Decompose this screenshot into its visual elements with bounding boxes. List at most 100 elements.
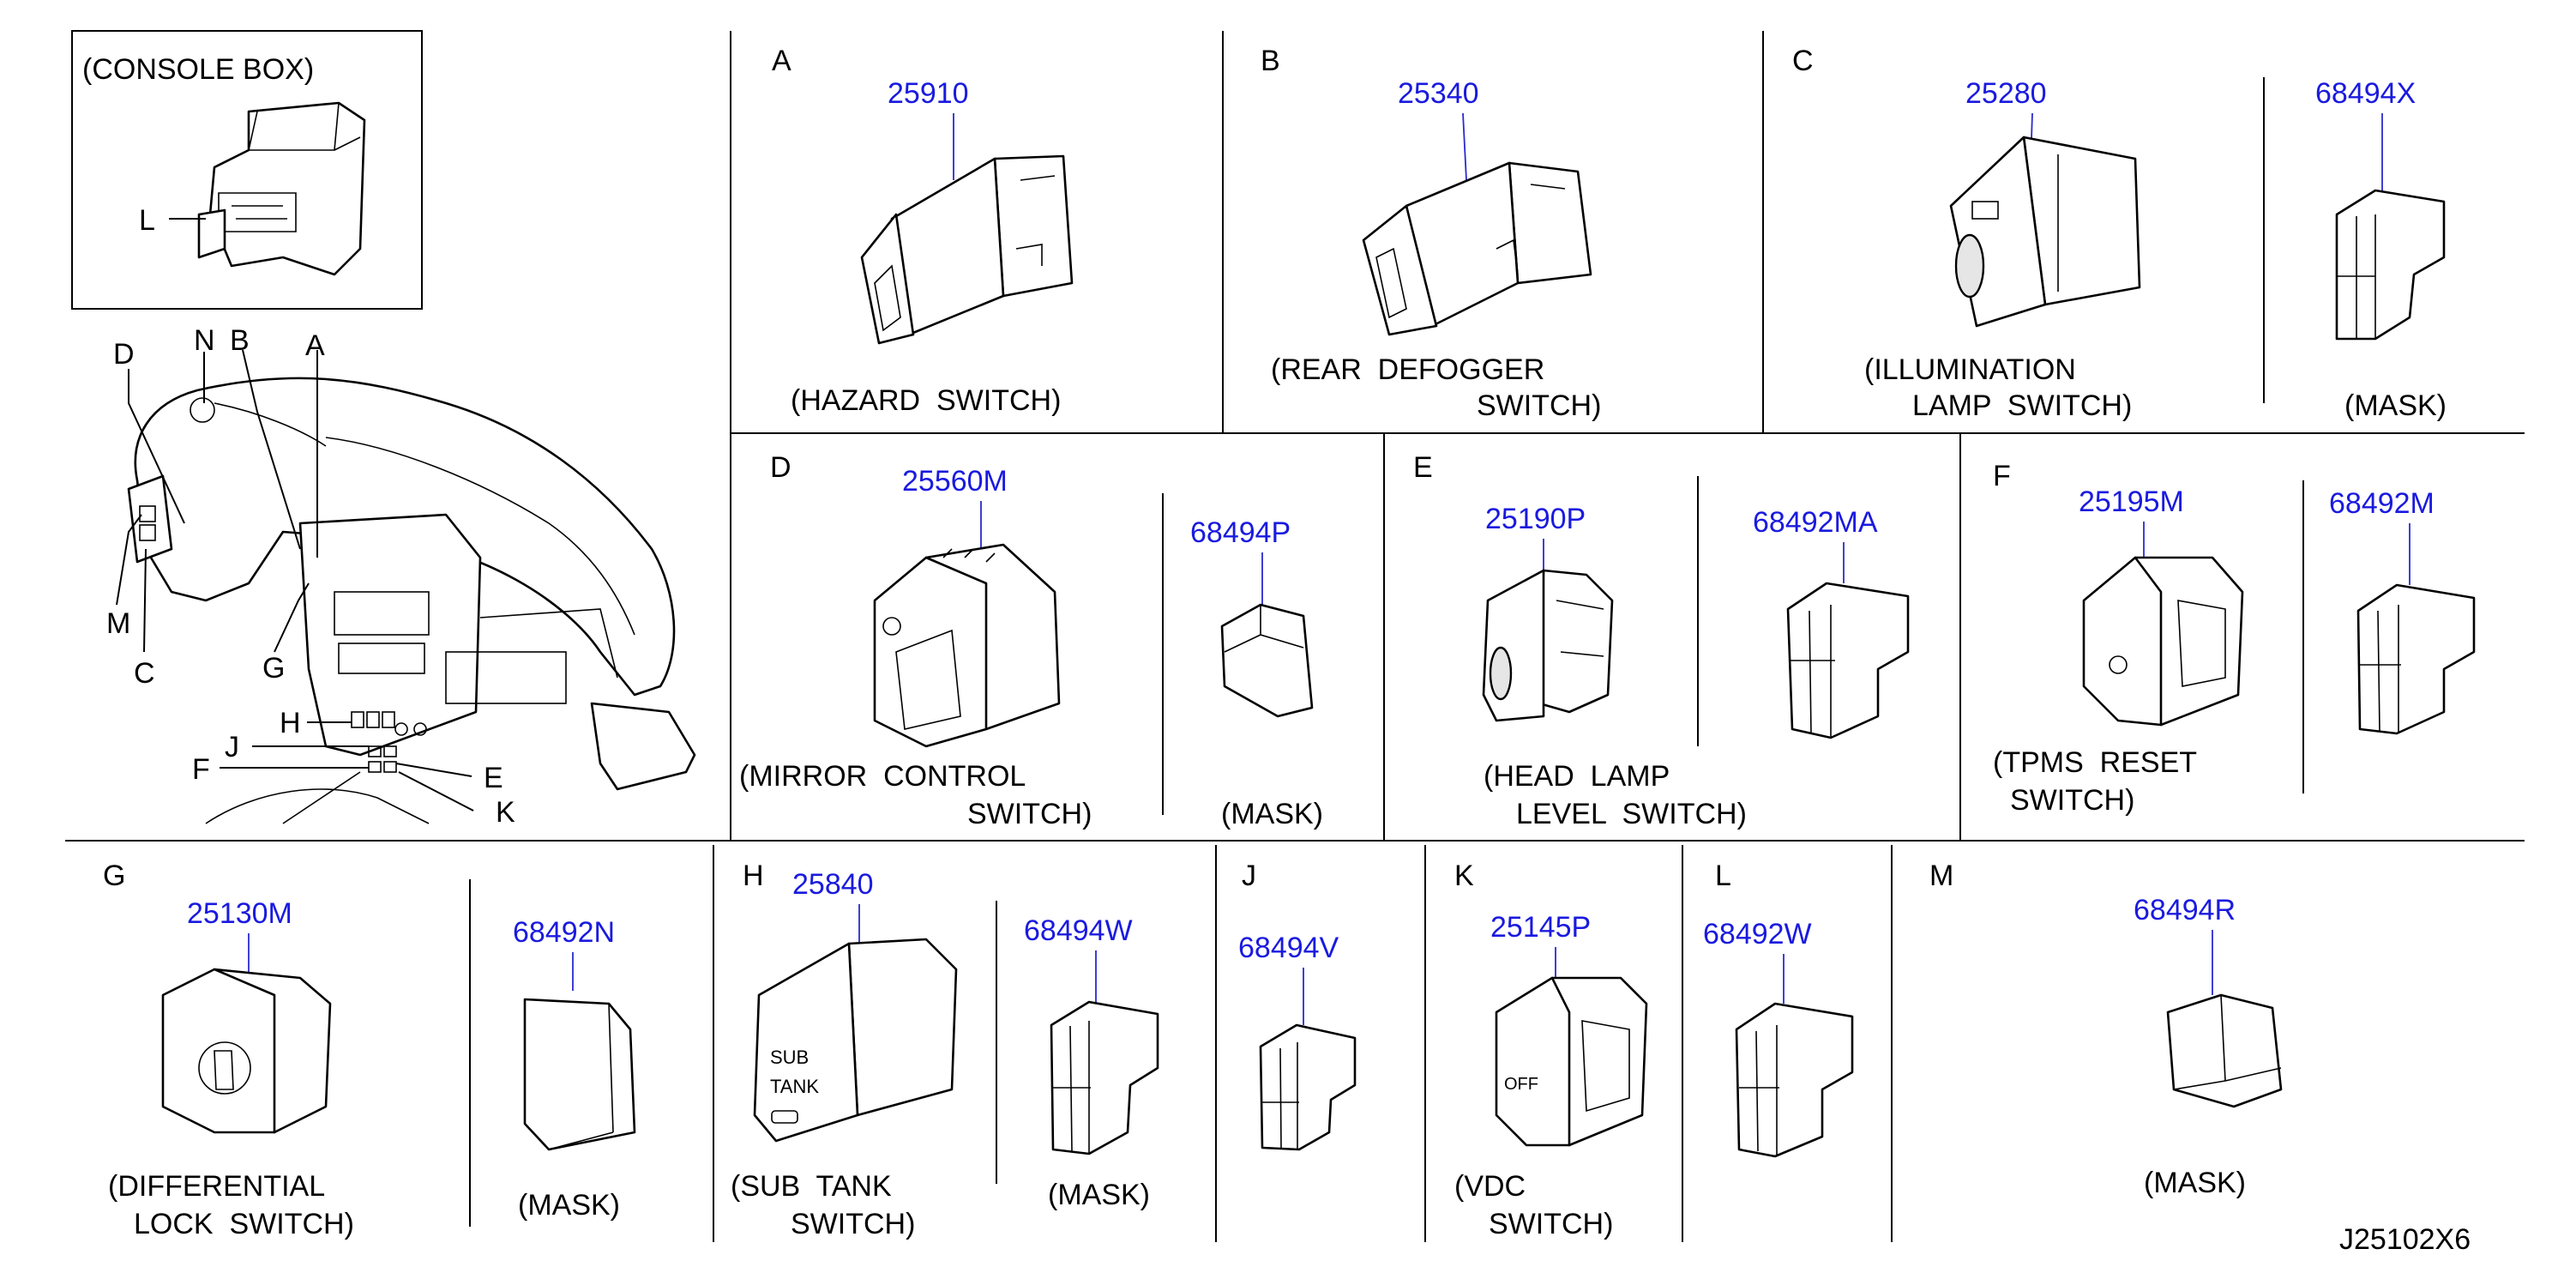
part-number-25280: 25280 (1965, 77, 2047, 110)
section-c: C 25280 (ILLUMINATION LAMP SWITCH) 68494… (1792, 45, 2447, 422)
caption-head-lamp-2: LEVEL SWITCH) (1516, 798, 1747, 830)
rear-defogger-switch-drawing (1362, 161, 1592, 336)
part-number-25195m: 25195M (2079, 486, 2184, 518)
caption-rear-defogger-2: SWITCH) (1477, 389, 1601, 422)
grid-lines (65, 31, 2525, 1242)
section-d: D 25560M (MIRROR CONTROL SWITCH) 68494P … (739, 451, 1323, 830)
mask-68492w-drawing (1735, 1002, 1854, 1158)
section-letter-l: L (1715, 860, 1731, 892)
callout-f: F (192, 753, 210, 786)
caption-tpms-1: (TPMS RESET (1993, 746, 2197, 779)
section-letter-b: B (1261, 45, 1280, 77)
caption-vdc-1: (VDC (1454, 1170, 1526, 1203)
callout-e: E (484, 762, 503, 794)
diagram-id: J25102X6 (2339, 1223, 2471, 1256)
caption-diff-lock-2: LOCK SWITCH) (134, 1208, 354, 1240)
section-m: M 68494R (MASK) (1929, 860, 2283, 1199)
caption-mask-68494p: (MASK) (1221, 798, 1323, 830)
part-number-25560m: 25560M (902, 465, 1008, 498)
part-number-68494x: 68494X (2315, 77, 2416, 110)
mask-68492m-drawing (2356, 583, 2476, 735)
part-number-25340: 25340 (1398, 77, 1479, 110)
part-number-68494p: 68494P (1190, 516, 1291, 549)
section-l: L 68492W (1703, 860, 1854, 1158)
mask-68494v-drawing (1259, 1023, 1357, 1151)
dashboard-overview (116, 349, 696, 824)
section-letter-m: M (1929, 860, 1953, 892)
part-number-68494w: 68494W (1024, 914, 1133, 947)
section-k: K 25145P OFF (VDC SWITCH) (1454, 860, 1648, 1240)
console-callout: L (139, 204, 155, 237)
part-number-68492w: 68492W (1703, 918, 1812, 950)
section-letter-j: J (1242, 860, 1256, 892)
part-number-25190p: 25190P (1485, 503, 1586, 535)
section-letter-d: D (770, 451, 791, 484)
differential-lock-switch-drawing (161, 968, 332, 1134)
section-a: A 25910 (HAZARD SWITCH) (772, 45, 1074, 417)
callout-d: D (113, 338, 135, 371)
console-box-title: (CONSOLE BOX) (82, 53, 314, 86)
head-lamp-switch-drawing (1482, 569, 1614, 722)
mask-68494p-drawing (1220, 603, 1314, 718)
mask-68492ma-drawing (1786, 582, 1910, 739)
section-letter-e: E (1413, 451, 1433, 484)
section-letter-k: K (1454, 860, 1474, 892)
caption-hazard-switch: (HAZARD SWITCH) (791, 384, 1061, 417)
caption-head-lamp-1: (HEAD LAMP (1484, 760, 1670, 793)
callout-g: G (262, 652, 285, 685)
callout-c: C (134, 657, 155, 690)
vdc-switch-drawing: OFF (1495, 976, 1648, 1147)
caption-diff-lock-1: (DIFFERENTIAL (108, 1170, 325, 1203)
mirror-control-switch-drawing (873, 543, 1061, 748)
dash-callout-labels: D N B A M C G H J F E K (106, 324, 515, 829)
section-g: G 25130M (DIFFERENTIAL LOCK SWITCH) 6849… (103, 860, 636, 1240)
mask-68494w-drawing (1050, 1000, 1159, 1155)
caption-sub-tank-2: SWITCH) (791, 1208, 915, 1240)
caption-mask-68494x: (MASK) (2344, 389, 2447, 422)
part-number-25910: 25910 (888, 77, 969, 110)
part-number-68492m: 68492M (2329, 487, 2435, 520)
section-letter-c: C (1792, 45, 1814, 77)
caption-mask-68494w: (MASK) (1048, 1179, 1150, 1211)
part-number-68492ma: 68492MA (1753, 506, 1878, 539)
caption-mask-68494r: (MASK) (2144, 1167, 2246, 1199)
mask-68494r-drawing (2166, 993, 2283, 1108)
part-number-25145p: 25145P (1490, 911, 1591, 944)
caption-rear-defogger-1: (REAR DEFOGGER (1271, 353, 1544, 386)
callout-h: H (280, 707, 301, 739)
caption-vdc-2: SWITCH) (1489, 1208, 1613, 1240)
callout-n: N (194, 324, 215, 357)
part-number-25840: 25840 (792, 868, 874, 901)
part-number-25130m: 25130M (187, 897, 292, 930)
caption-mirror-control-2: SWITCH) (967, 798, 1092, 830)
section-f: F 25195M (TPMS RESET SWITCH) 68492M (1993, 460, 2476, 817)
part-number-68492n: 68492N (513, 916, 615, 949)
caption-tpms-2: SWITCH) (2010, 784, 2134, 817)
callout-m: M (106, 607, 130, 640)
section-letter-a: A (772, 45, 791, 77)
section-b: B 25340 (REAR DEFOGGER SWITCH) (1261, 45, 1601, 422)
mask-68492n-drawing (523, 998, 636, 1151)
section-e: E 25190P (HEAD LAMP LEVEL SWITCH) 68492M… (1413, 451, 1910, 830)
sub-tank-switch-drawing: SUB TANK (753, 938, 958, 1143)
callout-k: K (496, 796, 515, 829)
section-j: J 68494V (1238, 860, 1357, 1151)
vdc-marking: OFF (1504, 1075, 1538, 1094)
illumination-switch-drawing (1949, 136, 2141, 328)
section-letter-g: G (103, 860, 125, 892)
callout-b: B (230, 324, 250, 357)
section-letter-h: H (743, 860, 764, 892)
mask-68494x-drawing (2335, 189, 2446, 341)
callout-a: A (305, 329, 325, 362)
section-h: H 25840 SUB TANK (SUB TANK SWITCH) 68494… (731, 860, 1159, 1240)
callout-j: J (225, 731, 239, 763)
sub-tank-marking-1: SUB (770, 1047, 809, 1068)
caption-illumination-1: (ILLUMINATION (1864, 353, 2076, 386)
caption-mask-68492n: (MASK) (518, 1189, 620, 1222)
section-letter-f: F (1993, 460, 2011, 492)
sub-tank-marking-2: TANK (770, 1076, 819, 1097)
caption-mirror-control-1: (MIRROR CONTROL (739, 760, 1026, 793)
hazard-switch-drawing (860, 154, 1074, 345)
